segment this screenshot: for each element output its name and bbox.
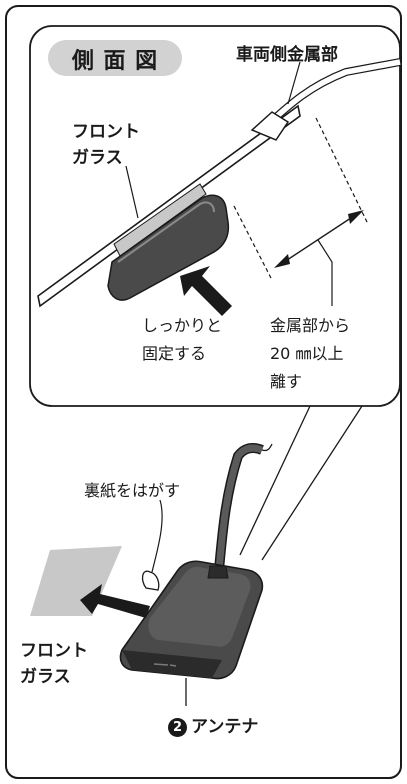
antenna-label-text: アンテナ: [191, 717, 259, 737]
distance-arrow-head-right: [348, 210, 364, 224]
antenna-number-badge: 2: [168, 718, 187, 737]
side-view-title: 側 面 図: [71, 49, 159, 74]
antenna-side-face: [122, 650, 222, 678]
antenna-side-body: [107, 194, 230, 301]
distance-arrow-head-left: [274, 254, 290, 268]
windshield-label-top: フロント ガラス: [72, 122, 140, 168]
callout-line-right: [261, 405, 363, 561]
metal-clip: [250, 111, 290, 141]
metal-label-leader: [287, 61, 301, 105]
antenna-cable-inner: [214, 444, 264, 581]
backing-leader: [151, 499, 163, 573]
vehicle-metal-label: 車両側金属部: [236, 45, 338, 65]
cable-boot: [207, 565, 229, 579]
distance-from-metal-label: 金属部から 20 ㎜以上 離す: [270, 316, 351, 391]
windshield-leader: [125, 165, 139, 219]
side-view-pill: [48, 40, 182, 76]
press-arrow-icon: [180, 266, 232, 316]
distance-leader: [317, 239, 333, 306]
adhesive-strip: [113, 183, 207, 257]
distance-guide-far: [315, 117, 369, 225]
windshield-label-bottom: フロント ガラス: [20, 641, 88, 687]
distance-arrow: [277, 211, 361, 267]
callout-line-left: [239, 405, 311, 556]
antenna-top-face: [148, 566, 251, 647]
backing-paper: [141, 570, 160, 591]
antenna-logo-mark: [153, 663, 177, 667]
cable-end-curl: [261, 443, 273, 452]
antenna-side-highlight: [117, 201, 215, 263]
secure-firmly-label: しっかりと 固定する: [142, 316, 223, 363]
peel-arrow-icon: [80, 584, 150, 618]
peel-backing-label: 裏紙をはがす: [84, 481, 181, 500]
